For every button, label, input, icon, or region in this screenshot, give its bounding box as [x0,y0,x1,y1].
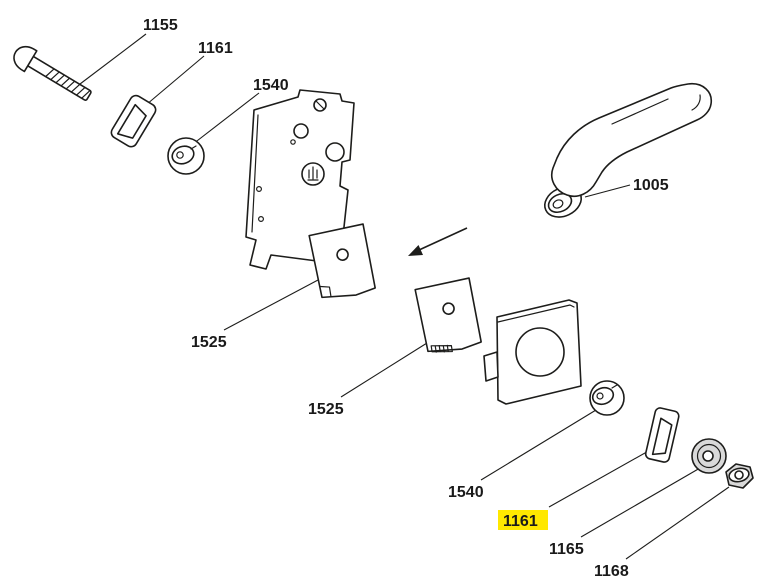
washer-hole [702,450,714,462]
label-1540-upper[interactable]: 1540 [253,77,289,94]
label-1155[interactable]: 1155 [143,17,178,34]
bracket-edge-line [497,304,575,323]
label-1168[interactable]: 1168 [594,563,629,580]
leader-line-1168 [625,486,730,560]
part-lock-plate-lower [414,277,482,353]
part-lock-plate-upper [308,223,376,299]
label-1525-lower[interactable]: 1525 [308,401,344,418]
plate-outline [308,223,376,299]
part-carriage-bolt [13,46,92,101]
part-spacer-bushing-lower [644,407,680,463]
label-1165[interactable]: 1165 [549,541,584,558]
case-knob [325,142,345,162]
grommet-notch [611,384,618,389]
case-rivet-2 [258,216,265,223]
part-labels: 1155 1161 1540 1005 1525 1525 1540 1161 … [143,17,669,580]
leader-line-1161-upper [139,55,205,111]
leader-line-1005 [584,184,631,198]
part-grommet-lower [589,380,625,416]
leader-line-1165 [580,467,701,538]
bracket-tab [483,351,499,382]
part-spacer-bushing-upper [110,94,157,148]
bolt-shaft [24,54,92,101]
highlight-marker [498,510,548,530]
plate-hole [336,248,349,261]
screw-slot [315,100,325,110]
leader-line-1525-upper [223,279,319,331]
arrow-shaft [418,227,468,251]
plate-serrations [430,344,453,353]
grommet-center [596,392,604,400]
bushing-hole [116,103,147,139]
bolt-head [13,46,38,73]
arrow-head-icon [408,245,423,256]
plate-outline [414,277,482,353]
cylinder-bore [552,199,564,209]
label-1161-lower-highlighted[interactable]: 1161 [498,510,548,530]
case-pin-hole [290,139,296,145]
label-1161-upper[interactable]: 1161 [198,40,233,57]
part-hex-nut [725,463,754,489]
leader-line-1155 [79,33,147,85]
bolt-head-flange [23,50,38,73]
bolt-threads [45,68,91,99]
label-1540-lower[interactable]: 1540 [448,484,484,501]
leader-line-1525-lower [340,342,428,398]
part-flat-washer [691,438,727,474]
leader-line-1540-upper [192,92,260,145]
part-lock-case-body [245,89,355,270]
part-handle-lever [543,82,713,218]
plate-hole [442,302,455,315]
direction-arrow [408,227,468,256]
bracket-hole [515,327,565,377]
handle-grip-line [611,98,669,125]
case-outline [245,89,355,270]
leader-line-1540-lower [480,409,597,481]
handle-grip [551,82,713,198]
grommet-center [176,151,184,159]
grommet-notch [190,145,197,150]
label-1005[interactable]: 1005 [633,177,669,194]
trident-logo-icon [307,166,319,181]
plate-notch [319,285,332,297]
handle-tip-line [691,94,701,111]
case-edge-line [251,114,259,233]
part-cover-bracket [483,299,582,405]
label-1161-lower: 1161 [503,513,538,530]
label-1525-upper[interactable]: 1525 [191,334,227,351]
washer-inner-ring [696,443,722,469]
part-grommet-upper [167,137,205,175]
leader-line-1161-lower [548,448,653,508]
bushing-hole [651,417,673,456]
nut-bore [734,470,744,480]
leader-lines [79,33,730,560]
case-upper-hole [293,123,309,139]
case-rivet-1 [256,186,263,193]
